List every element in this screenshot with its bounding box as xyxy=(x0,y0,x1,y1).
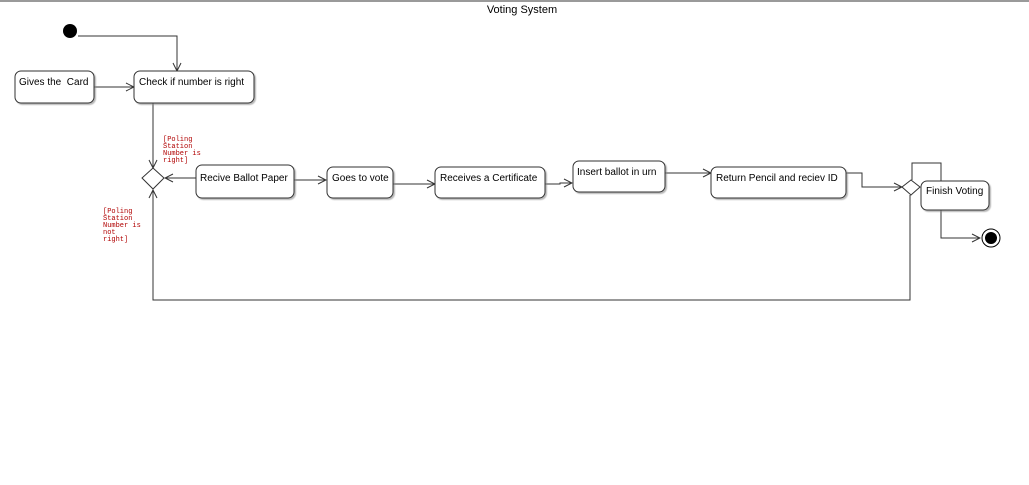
activity-receive-ballot: Recive Ballot Paper xyxy=(195,164,295,199)
guard-number-not-right: [Poling Station Number is not right] xyxy=(103,208,145,244)
guard-right-line-1: [Poling xyxy=(163,136,192,144)
activity-goes-to-vote-label: Goes to vote xyxy=(332,173,389,184)
activity-receives-certificate: Receives a Certificate xyxy=(434,166,546,199)
control-flows xyxy=(78,35,980,301)
decision-node-number-check xyxy=(141,167,165,190)
guard-not-right-line-5: right] xyxy=(103,236,128,244)
activity-receive-ballot-label: Recive Ballot Paper xyxy=(200,173,288,184)
activity-receives-certificate-label: Receives a Certificate xyxy=(440,173,538,184)
activity-gives-card-label: Gives the Card xyxy=(19,77,88,88)
guard-right-line-3: Number is xyxy=(163,150,201,158)
activity-return-pencil-label: Return Pencil and reciev ID xyxy=(716,173,838,184)
guard-number-is-right: [Poling Station Number is right] xyxy=(163,136,205,165)
guard-not-right-line-2: Station xyxy=(103,215,132,223)
flow-finish-to-end xyxy=(940,210,980,238)
flow-start-to-check xyxy=(78,35,177,71)
diagram-title: Voting System xyxy=(486,4,558,16)
flow-merge-to-finish xyxy=(911,162,942,181)
guard-not-right-line-4: not xyxy=(103,229,116,237)
activity-finish-voting: Finish Voting xyxy=(920,180,990,211)
activity-finish-voting-label: Finish Voting xyxy=(926,186,983,197)
frame-top-border xyxy=(0,0,1029,2)
activity-check-number: Check if number is right xyxy=(133,70,255,104)
activity-insert-ballot: Insert ballot in urn xyxy=(572,160,666,193)
flow-loop-back xyxy=(153,190,911,301)
merge-node-finish xyxy=(901,179,921,196)
final-node xyxy=(981,228,1001,248)
flow-return-to-merge xyxy=(846,172,902,187)
activity-return-pencil: Return Pencil and reciev ID xyxy=(710,166,847,199)
guard-not-right-line-3: Number is xyxy=(103,222,141,230)
initial-node xyxy=(63,24,77,38)
flow-certificate-to-insert xyxy=(545,183,572,184)
guard-right-line-4: right] xyxy=(163,157,188,165)
activity-check-number-label: Check if number is right xyxy=(139,77,244,88)
activity-gives-card: Gives the Card xyxy=(14,70,95,104)
activity-insert-ballot-label: Insert ballot in urn xyxy=(577,167,657,178)
activity-goes-to-vote: Goes to vote xyxy=(326,166,394,199)
guard-right-line-2: Station xyxy=(163,143,192,151)
guard-not-right-line-1: [Poling xyxy=(103,208,132,216)
